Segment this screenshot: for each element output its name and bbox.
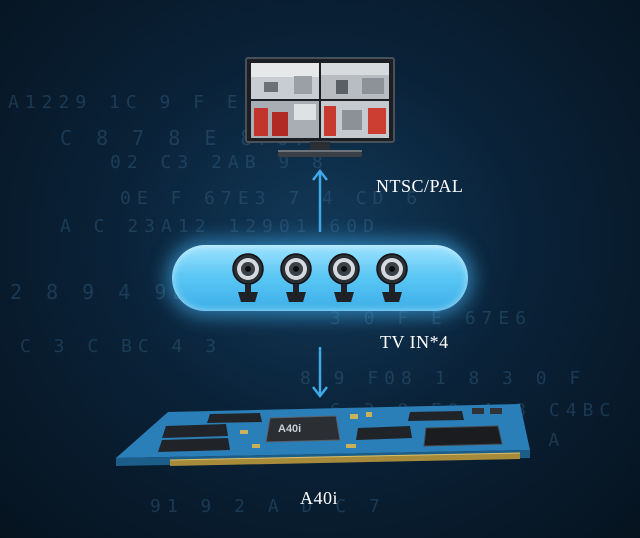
camera-input-label: TV IN*4 xyxy=(380,332,449,352)
chip-marking: A40i xyxy=(278,423,301,435)
background-code-line: 8 9 F08 1 8 3 0 F xyxy=(300,368,587,389)
background-code-line: C 3 C BC 4 3 xyxy=(20,336,223,357)
background-code-line: A C 23A12 12901 60D xyxy=(60,216,380,237)
camera-icon xyxy=(328,253,360,302)
monitor-icon xyxy=(245,57,395,157)
a40i-board-icon: A40i xyxy=(116,404,530,466)
camera-icon xyxy=(232,253,264,302)
background-code-line: 3 0 F E 67E6 xyxy=(330,308,533,329)
background-code-line: 91 9 2 A D C 7 xyxy=(150,496,386,517)
camera-input-panel xyxy=(172,245,468,311)
monitor-link-label: NTSC/PAL xyxy=(376,176,464,196)
down-arrow-icon xyxy=(312,347,328,399)
processor-label: A40i xyxy=(300,488,338,508)
camera-icon xyxy=(280,253,312,302)
camera-icon xyxy=(376,253,408,302)
up-arrow-icon xyxy=(312,168,328,232)
